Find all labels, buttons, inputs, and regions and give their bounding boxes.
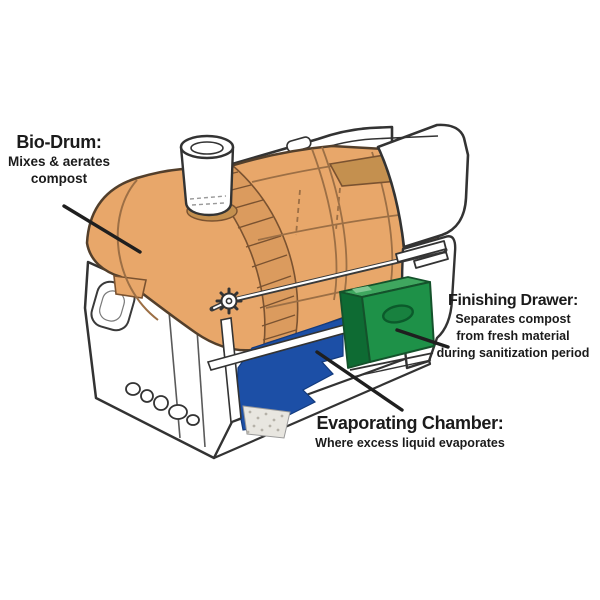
housing-latch — [395, 240, 449, 269]
cutaway-edge — [220, 317, 242, 424]
label-evaporating-chamber: Evaporating Chamber: Where excess liquid… — [303, 412, 517, 451]
finishing-drawer-desc-line: during sanitization period — [436, 346, 590, 360]
compost-speckle-texture — [242, 405, 291, 439]
evaporating-chamber-desc-line: Where excess liquid evaporates — [315, 436, 505, 450]
drawer-rails — [349, 352, 434, 378]
finishing-drawer-desc-line: from fresh material — [456, 329, 570, 343]
drawer-handle — [382, 304, 414, 324]
rotation-gear — [209, 287, 243, 315]
lid-right-corner — [376, 123, 470, 249]
leader-line-bio-drum — [62, 204, 142, 254]
vent-pipe — [179, 134, 235, 217]
label-finishing-drawer: Finishing Drawer: Separates compost from… — [428, 291, 598, 362]
leader-line-finishing-drawer — [395, 328, 450, 349]
bio-drum-desc-line: Mixes & aerates — [7, 154, 111, 169]
leader-lines — [62, 204, 450, 412]
finishing-drawer — [339, 276, 435, 378]
finishing-drawer-desc-line: Separates compost — [455, 312, 571, 326]
evaporating-chamber-title: Evaporating Chamber: — [316, 413, 504, 433]
bio-drum-desc-line: compost — [30, 171, 88, 186]
evaporating-chamber — [236, 317, 344, 439]
drain-fitting — [125, 382, 200, 426]
bio-drum-title: Bio-Drum: — [16, 132, 102, 152]
label-bio-drum: Bio-Drum: Mixes & aerates compost — [4, 131, 114, 187]
finishing-drawer-title: Finishing Drawer: — [447, 292, 579, 309]
leader-line-evaporating-chamber — [315, 350, 404, 412]
